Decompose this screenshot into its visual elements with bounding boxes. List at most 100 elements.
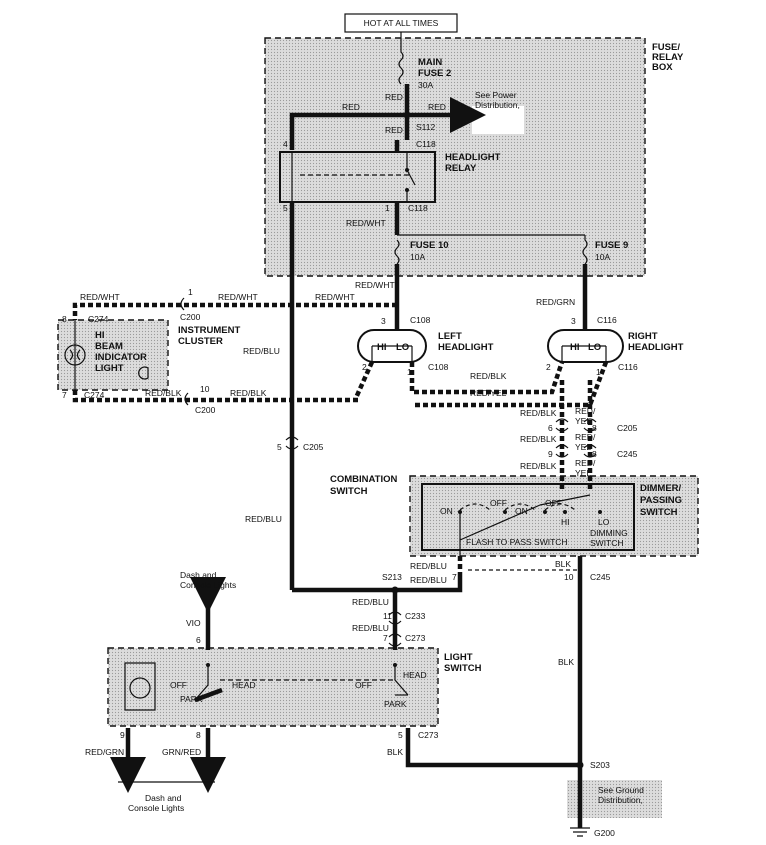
splice-s203	[576, 761, 584, 769]
ground-g200: G200	[594, 828, 615, 838]
fuse-9-label: FUSE 9	[595, 240, 628, 251]
light-switch-lamp-icon	[129, 677, 151, 699]
ground-box	[567, 780, 662, 818]
pin-4: 4	[283, 139, 288, 149]
dimming-switch-label-2: SWITCH	[590, 538, 624, 548]
wire-red-3: RED	[428, 102, 446, 112]
wire-red-yel-3a: RED/	[575, 432, 596, 442]
wire-red-yel-3b: YEL	[575, 442, 591, 452]
light-switch-park-2: PARK	[384, 699, 407, 709]
pin-6-c205: 6	[548, 423, 553, 433]
wire-blk-2: BLK	[558, 657, 574, 667]
wire-red-wht-5: RED/WHT	[80, 292, 120, 302]
wire-red-grn: RED/GRN	[536, 297, 575, 307]
connector-c200-top: C200	[180, 312, 201, 322]
hi-beam-label-2: BEAM	[95, 341, 123, 352]
dash-lights-top-label-2: Console Lights	[180, 580, 236, 590]
pin-2-right: 2	[546, 362, 551, 372]
wire-red-blk-4: RED/BLK	[520, 408, 557, 418]
wire-grn-red: GRN/RED	[162, 747, 201, 757]
connector-c274-top: C274	[88, 314, 109, 324]
dimmer-switch-inner	[421, 483, 635, 551]
light-switch-title: LIGHT	[444, 652, 473, 663]
see-power-label: See Power	[475, 90, 517, 100]
right-headlight-title-2: HEADLIGHT	[628, 342, 684, 353]
fuse-relay-box-title: FUSE/	[652, 42, 680, 53]
hi-beam-label-4: LIGHT	[95, 363, 124, 374]
light-switch-off-2: OFF	[355, 680, 372, 690]
instrument-cluster-title-2: CLUSTER	[178, 336, 223, 347]
connector-c245-bottom: C245	[590, 572, 611, 582]
instrument-cluster-box	[57, 319, 169, 391]
main-fuse-label: MAIN	[418, 57, 442, 68]
left-headlight-title-2: HEADLIGHT	[438, 342, 494, 353]
wire-red-blu-5: RED/BLU	[352, 597, 389, 607]
connector-s213: S213	[382, 572, 402, 582]
dimmer-on-1: ON	[440, 506, 453, 516]
wire-red-blu-6: RED/BLU	[352, 623, 389, 633]
connector-c108-bottom: C108	[428, 362, 449, 372]
connector-c273-bottom: C273	[418, 730, 439, 740]
flash-to-pass-label: FLASH TO PASS SWITCH	[466, 537, 568, 547]
connector-c200-bottom: C200	[195, 405, 216, 415]
left-headlight-body	[357, 329, 427, 363]
pin-5-relay: 5	[283, 203, 288, 213]
pin-7-c274: 7	[62, 390, 67, 400]
left-headlight-title: LEFT	[438, 331, 462, 342]
light-switch-box	[107, 647, 439, 727]
dash-lights-bottom-label: Dash and	[145, 793, 182, 803]
see-power-label-2: Distribution,	[475, 100, 520, 110]
wire-red-2: RED	[342, 102, 360, 112]
dash-lights-top-label: Dash and	[180, 570, 217, 580]
wire-red-yel-2b: YEL	[575, 416, 591, 426]
light-switch-head-2: HEAD	[403, 670, 427, 680]
hi-beam-label-1: HI	[95, 330, 105, 341]
connector-s112: S112	[416, 122, 435, 132]
fuse-10-rating: 10A	[410, 252, 425, 262]
wire-red-yel-4b: YEL	[575, 468, 591, 478]
wire-red-blk-6: RED/BLK	[520, 461, 557, 471]
wire-red-wht-2: RED/WHT	[355, 280, 395, 290]
fuse-relay-box-title-2: RELAY	[652, 52, 684, 63]
pin-10-c245: 10	[564, 572, 574, 582]
ground-label: See Ground	[598, 785, 644, 795]
fuse-relay-box-title-3: BOX	[652, 62, 673, 73]
hot-at-all-times-label: HOT AT ALL TIMES	[364, 18, 439, 28]
pin-5-c273: 5	[398, 730, 403, 740]
main-fuse-symbol	[398, 51, 404, 85]
right-headlight-title: RIGHT	[628, 331, 658, 342]
wire-red-blk-2: RED/BLK	[230, 388, 267, 398]
left-headlight-lo: LO	[396, 342, 409, 353]
dash-lights-bottom-label-2: Console Lights	[128, 803, 184, 813]
pin-9-c273: 9	[120, 730, 125, 740]
wire-red-blk-5: RED/BLK	[520, 434, 557, 444]
fuse-10-label: FUSE 10	[410, 240, 449, 251]
pin-3-right: 3	[571, 316, 576, 326]
pin-2-left: 2	[362, 362, 367, 372]
wire-blk-3: BLK	[387, 747, 403, 757]
fuse-9-rating: 10A	[595, 252, 610, 262]
pin-8-c205: 8	[592, 423, 597, 433]
pin-3-left: 3	[381, 316, 386, 326]
pin-3-relay: 3	[395, 139, 400, 149]
dimmer-switch-box	[409, 475, 699, 557]
light-switch-park-1: PARK	[180, 694, 203, 704]
connector-c118-top: C118	[416, 139, 436, 149]
right-headlight-hi: HI	[570, 342, 580, 353]
light-switch-off-1: OFF	[170, 680, 187, 690]
wire-red-blk-3: RED/BLK	[470, 371, 507, 381]
connector-c233: C233	[405, 611, 426, 621]
dimmer-hi: HI	[561, 517, 570, 527]
dimmer-off-2: OFF	[545, 498, 562, 508]
hi-beam-label-3: INDICATOR	[95, 352, 147, 363]
left-headlight-hi: HI	[377, 342, 387, 353]
headlamp-indicator-icon	[138, 366, 149, 380]
wire-red-blu-1: RED/BLU	[243, 346, 280, 356]
wire-red-yel-2a: RED/	[575, 406, 596, 416]
wire-blk-1: BLK	[555, 559, 571, 569]
right-headlight-body	[547, 329, 624, 363]
connector-c274-bottom: C274	[84, 390, 105, 400]
connector-s203: S203	[590, 760, 610, 770]
pin-7-c245: 7	[452, 572, 457, 582]
